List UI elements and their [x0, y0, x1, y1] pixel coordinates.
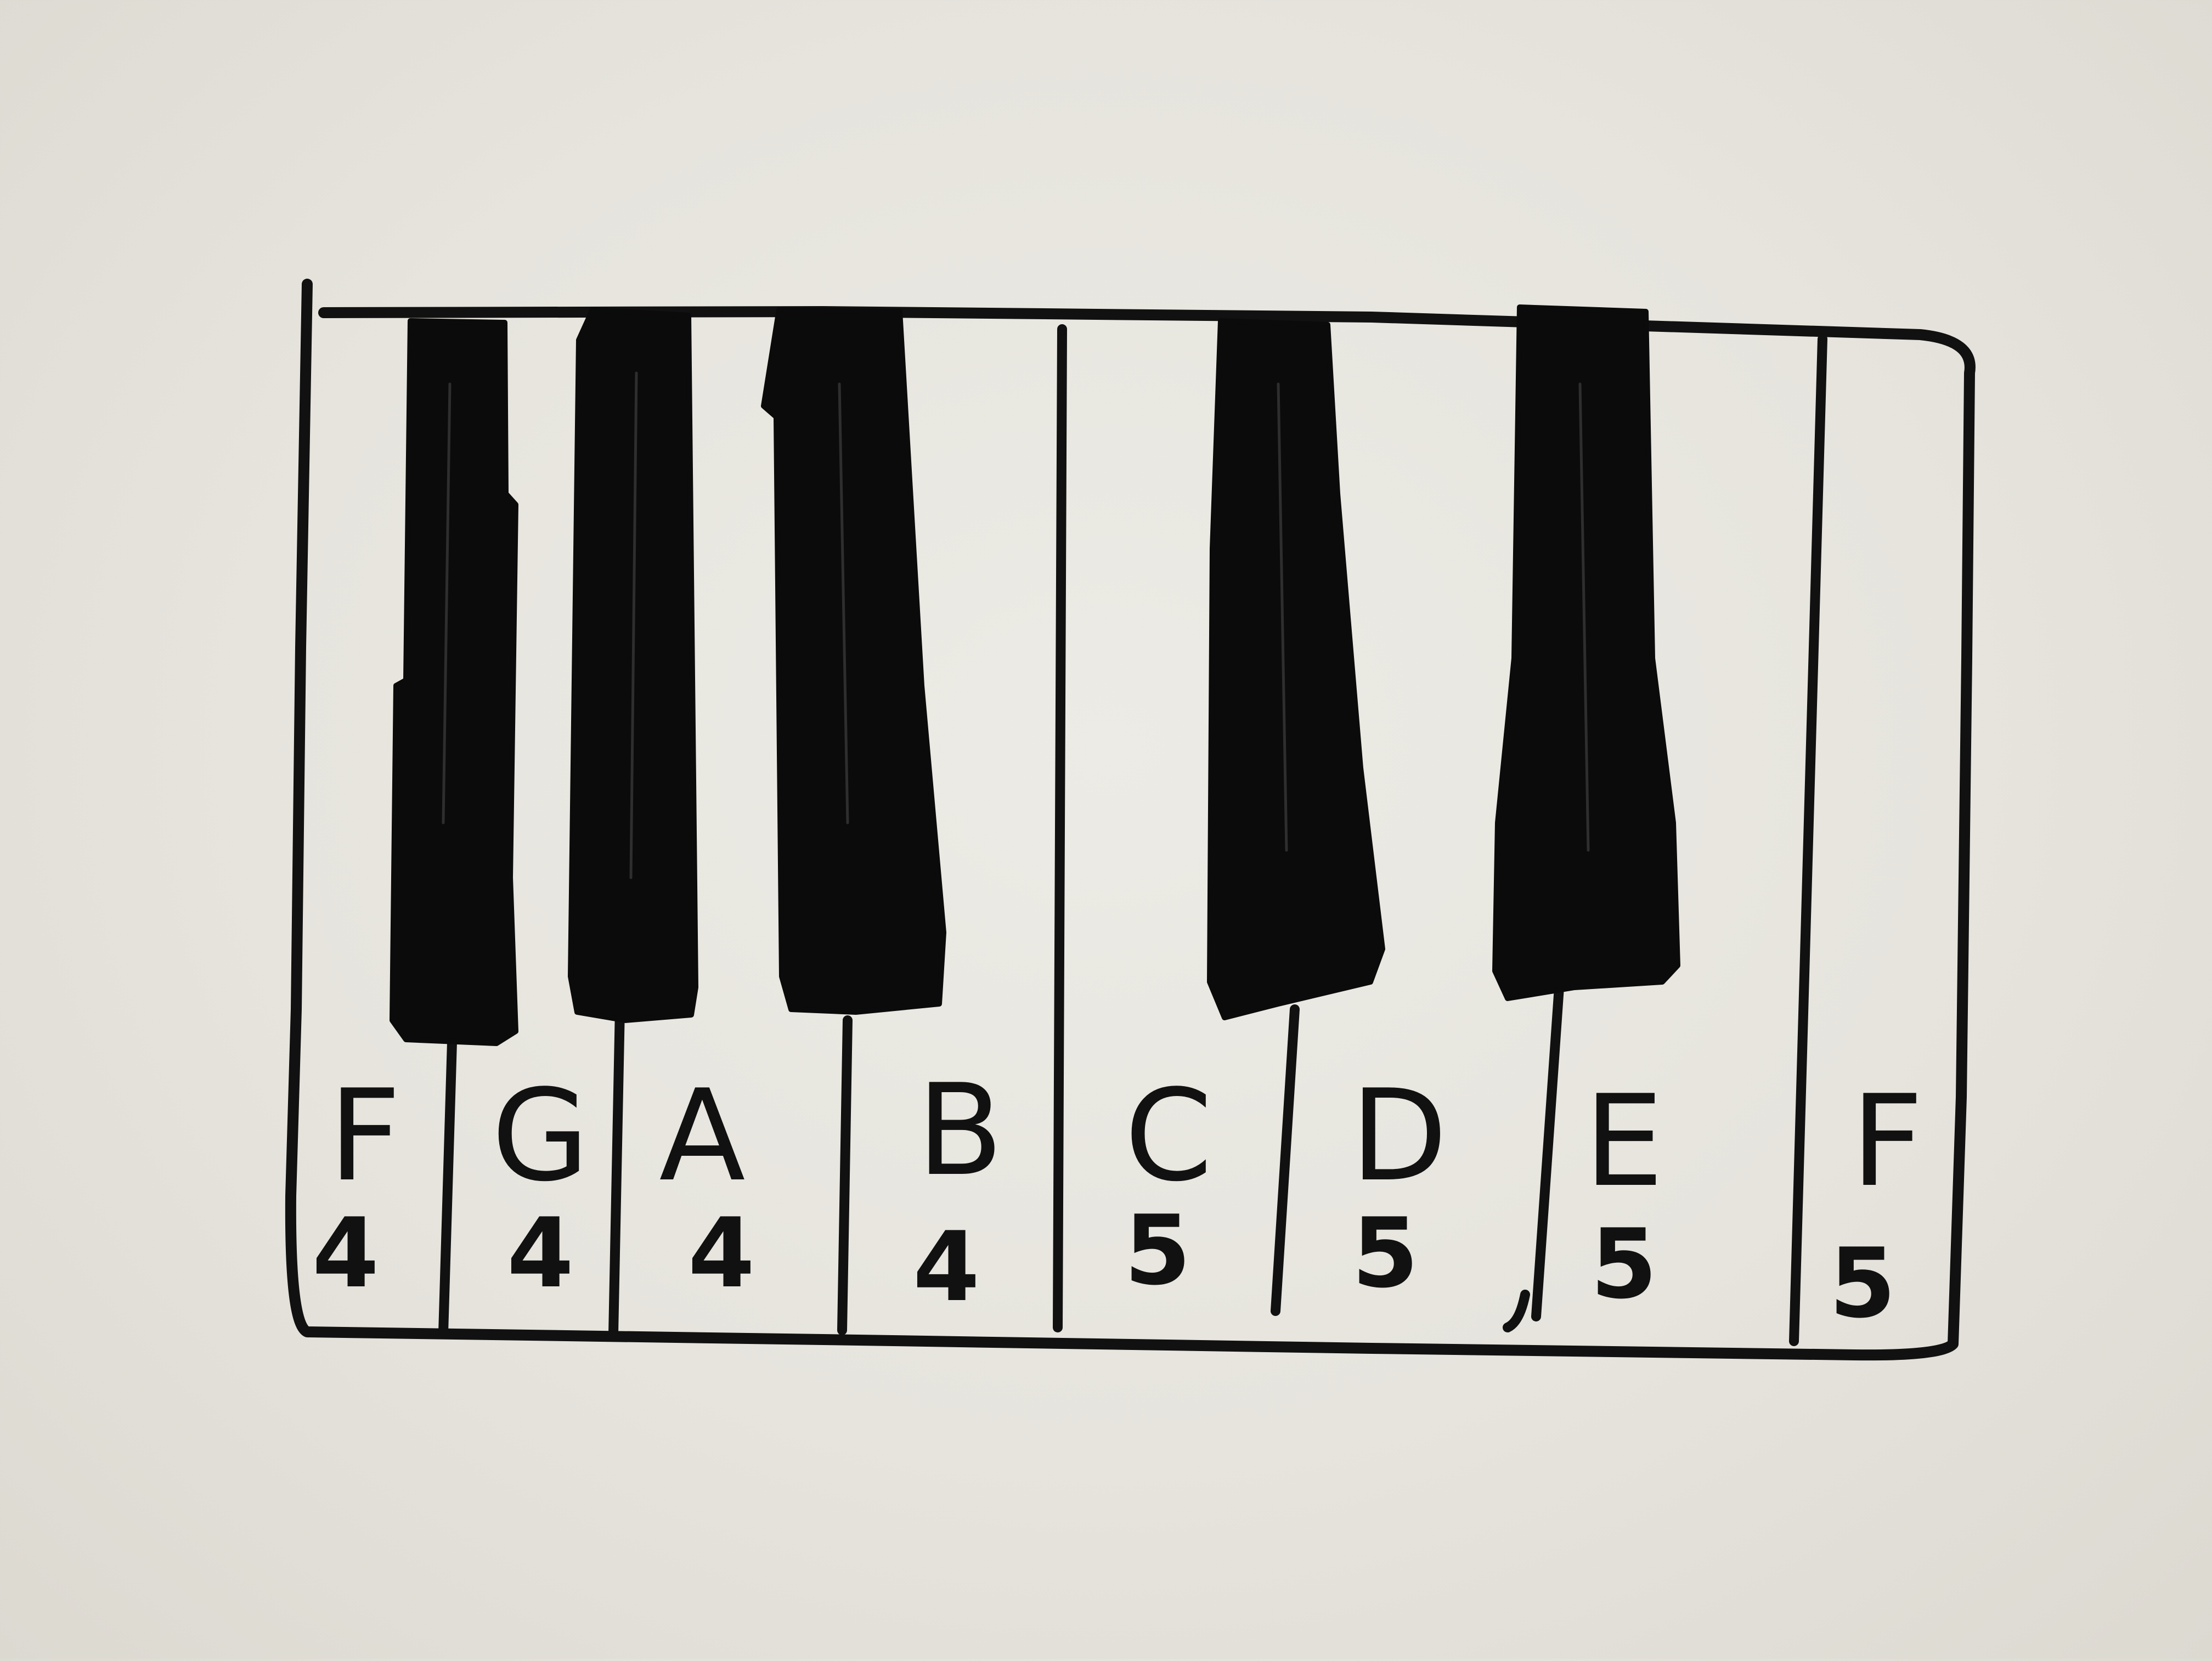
key-divider-7 — [1789, 334, 1827, 1346]
key-divider-5 — [1271, 1004, 1300, 1316]
note-letter: B — [917, 1058, 1003, 1204]
note-letter: F — [329, 1063, 401, 1210]
note-octave: 5 — [1352, 1198, 1419, 1309]
note-octave: 4 — [312, 1198, 379, 1309]
note-octave: 5 — [1590, 1209, 1657, 1320]
key-divider-tick — [1503, 1290, 1530, 1332]
note-octave: 4 — [688, 1198, 755, 1309]
black-key-g-sharp — [568, 307, 698, 1023]
black-key-f-sharp — [390, 318, 518, 1046]
note-octave: 4 — [507, 1198, 574, 1309]
key-divider-1 — [438, 1037, 457, 1338]
note-letter: E — [1584, 1069, 1663, 1215]
keyboard-outline — [285, 279, 1976, 1361]
note-letter: D — [1350, 1063, 1447, 1210]
key-divider-4 — [1053, 324, 1067, 1332]
key-divider-6 — [1531, 982, 1564, 1321]
note-letter: A — [659, 1063, 745, 1210]
black-key-d-sharp — [1492, 304, 1680, 1001]
note-letter: F — [1851, 1069, 1923, 1215]
note-letter: G — [492, 1063, 589, 1210]
black-key-a-sharp — [761, 307, 946, 1015]
black-key-c-sharp — [1207, 318, 1385, 1020]
note-labels: F 4 G 4 A 4 B 4 C 5 D 5 E 5 F 5 — [312, 1058, 1923, 1340]
note-octave: 4 — [913, 1212, 980, 1323]
note-octave: 5 — [1829, 1228, 1896, 1340]
key-divider-2 — [608, 1004, 625, 1339]
key-divider-3 — [837, 1015, 853, 1335]
note-letter: C — [1125, 1063, 1213, 1210]
note-octave: 5 — [1124, 1195, 1191, 1307]
